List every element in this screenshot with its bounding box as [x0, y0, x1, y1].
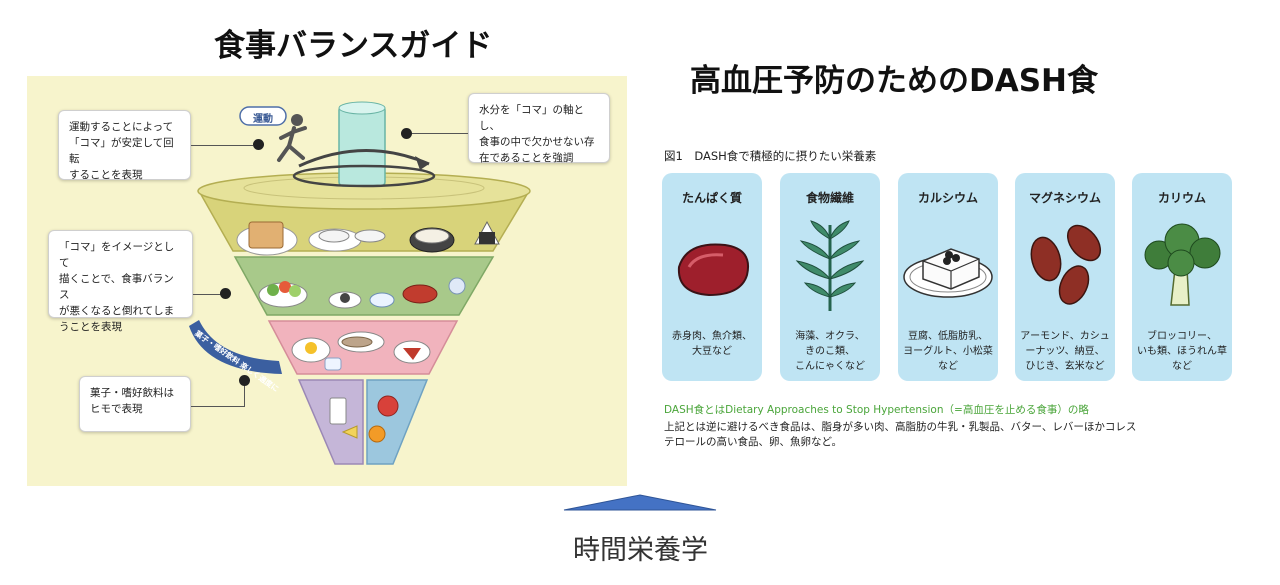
- card-title: たんぱく質: [681, 191, 742, 205]
- pointer-dot: [253, 139, 264, 150]
- pointer-dot: [401, 128, 412, 139]
- callout-snacks: 菓子・嗜好飲料は ヒモで表現: [79, 376, 191, 432]
- right-title: 高血圧予防のためのDASH食: [690, 63, 1098, 99]
- callout-spinning-top: 「コマ」をイメージとして 描くことで、食事バランス が悪くなると倒れてしま うこ…: [48, 230, 193, 333]
- food-balance-guide-panel: 運動 菓子・嗜好飲料 楽しく適度に 運動することによって 「コマ」が安定して回転…: [27, 76, 627, 486]
- rotation-arrow: [298, 149, 430, 168]
- tofu-icon: [903, 248, 993, 298]
- pointer-dot: [239, 375, 250, 386]
- card-title: カルシウム: [917, 191, 978, 205]
- broccoli-icon: [1144, 223, 1221, 306]
- pointer-line: [191, 145, 253, 146]
- card-foods: アーモンド、カシュ ーナッツ、納豆、 ひじき、玄米など: [1020, 331, 1110, 372]
- card-foods: 海藻、オクラ、 きのこ類、 こんにゃくなど: [795, 331, 865, 372]
- runner-badge: 運動: [253, 114, 273, 125]
- snacks-ribbon: [189, 320, 282, 374]
- fruit-tier: [366, 379, 429, 465]
- left-title: 食事バランスガイド: [214, 28, 493, 64]
- callout-water: 水分を「コマ」の軸とし、 食事の中で欠かせない存 在であることを強調: [468, 93, 610, 164]
- almond-icon: [1030, 224, 1102, 305]
- card-foods: 豆腐、低脂肪乳、 ヨーグルト、小松菜 など: [903, 331, 993, 372]
- pointer-dot: [220, 288, 231, 299]
- dash-figure-label: 図1 DASH食で積極的に摂りたい栄養素: [664, 149, 877, 163]
- steak-icon: [677, 243, 749, 297]
- pointer-line: [191, 406, 245, 407]
- nutrient-card-calcium: カルシウム 豆腐、低脂肪乳、 ヨーグルト、小松菜 など: [898, 173, 998, 381]
- card-title: 食物繊維: [805, 191, 854, 205]
- up-arrow-icon: [563, 494, 717, 511]
- water-glass-axle: [338, 105, 386, 187]
- callout-exercise: 運動することによって 「コマ」が安定して回転 することを表現: [58, 110, 191, 181]
- pointer-line: [244, 382, 245, 406]
- card-title: カリウム: [1157, 191, 1206, 205]
- card-foods: 赤身肉、魚介類、 大豆など: [672, 331, 752, 357]
- spinning-top-illustration: [189, 101, 531, 465]
- card-title: マグネシウム: [1028, 191, 1101, 205]
- nutrient-card-protein: たんぱく質 赤身肉、魚介類、 大豆など: [662, 173, 762, 381]
- bottom-caption: 時間栄養学: [573, 535, 708, 566]
- nutrient-card-magnesium: マグネシウム アーモンド、カシュ ーナッツ、納豆、 ひじき、玄米など: [1015, 173, 1115, 381]
- nutrient-card-fiber: 食物繊維 海藻、オクラ、 きのこ類、 こんにゃくなど: [780, 173, 880, 381]
- dash-avoid-note-line2: テロールの高い食品、卵、魚卵など。: [664, 436, 842, 448]
- card-foods: ブロッコリー、 いも類、ほうれん草 など: [1137, 331, 1227, 372]
- dash-avoid-note-line1: 上記とは逆に避けるべき食品は、脂身が多い肉、高脂肪の牛乳・乳製品、バター、レバー…: [664, 421, 1137, 433]
- seaweed-icon: [795, 220, 865, 311]
- runner-figure: [277, 114, 307, 162]
- pointer-line: [193, 294, 225, 295]
- nutrient-card-potassium: カリウム ブロッコリー、 いも類、ほうれん草 など: [1132, 173, 1232, 381]
- dash-abbreviation-note: DASH食とはDietary Approaches to Stop Hypert…: [664, 404, 1089, 416]
- pointer-line: [407, 133, 468, 134]
